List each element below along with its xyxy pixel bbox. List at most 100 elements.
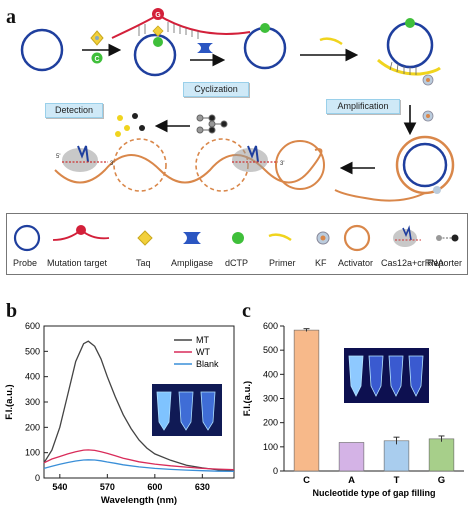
legend-label-kf: KF	[315, 258, 327, 268]
panel-a-letter: a	[6, 6, 16, 28]
bar-c	[293, 329, 320, 472]
ampligase-icon	[197, 43, 213, 53]
tube-3	[388, 355, 404, 397]
legend-dctp-icon	[232, 232, 244, 244]
y-axis-label: F.I.(a.u.)	[242, 381, 253, 416]
taq-bound-icon	[152, 25, 164, 37]
dctp-glyph: C	[94, 56, 99, 63]
bar-a	[338, 442, 365, 472]
y-tick-label: 0	[273, 466, 278, 476]
tube-3	[200, 391, 216, 431]
probe-circle-5	[402, 142, 448, 188]
legend-label-probe: Probe	[13, 258, 38, 268]
series-line-mt	[43, 340, 235, 472]
three-prime-label: 3'	[110, 161, 114, 167]
y-tick-label: 600	[25, 321, 40, 331]
five-prime-label: 5'	[56, 154, 60, 160]
x-tick-label: T	[394, 475, 400, 486]
activator-circle-outer	[395, 135, 455, 195]
probe-circle-3	[243, 26, 287, 70]
tube-4	[408, 355, 424, 397]
legend-taq-icon	[137, 230, 153, 246]
dctp-incorporated-icon	[260, 23, 270, 33]
legend-ampligase-icon	[183, 232, 201, 244]
probe-circle-1	[20, 28, 64, 72]
x-tick-label: G	[438, 475, 445, 486]
legend-label-cas12a: Cas12a+crRNA	[381, 258, 444, 268]
probe-circle-4	[386, 21, 434, 69]
y-axis-label: F.I.(a.u.)	[4, 384, 15, 419]
amplification-label: Amplification	[326, 99, 400, 114]
mutation-glyph: G	[155, 12, 161, 19]
activator-wave	[54, 148, 323, 184]
legend-label-taq: Taq	[136, 258, 151, 268]
y-tick-label: 100	[25, 448, 40, 458]
x-axis-label: Wavelength (nm)	[101, 495, 177, 506]
legend-label-blank: Blank	[196, 359, 219, 369]
legend-label-mutation: Mutation target	[47, 258, 108, 268]
tube-2	[178, 391, 194, 431]
probe-circle-2	[133, 33, 177, 77]
activator-loop-1	[113, 138, 167, 192]
legend-probe-icon	[13, 224, 41, 252]
legend-box: Probe Mutation target Taq Ampligase dCTP…	[6, 213, 468, 275]
x-axis-label: Nucleotide type of gap filling	[312, 488, 435, 498]
bar-g	[428, 438, 455, 472]
dctp-icon: C	[91, 52, 103, 64]
tube-2	[368, 355, 384, 397]
x-tick-label: C	[303, 475, 310, 486]
legend-label-mt: MT	[196, 335, 209, 345]
primer-icon	[319, 37, 343, 46]
tubes-photo-c	[344, 348, 429, 403]
activator-loop-3	[275, 140, 325, 190]
kf-bound-icon	[422, 74, 434, 86]
y-tick-label: 500	[25, 346, 40, 356]
y-tick-label: 500	[263, 345, 278, 355]
hybridization-lines	[138, 22, 199, 39]
cyclization-label: Cyclization	[183, 82, 249, 97]
y-tick-label: 300	[25, 397, 40, 407]
activator-tail	[334, 189, 426, 202]
kf-product-icon	[433, 186, 441, 194]
dctp-bound-icon	[153, 37, 163, 47]
taq-icon	[90, 30, 104, 46]
tubes-photo-b	[152, 384, 222, 436]
series-line-blank	[43, 459, 235, 473]
reporter-cleaved-group	[115, 113, 145, 137]
legend-primer-icon	[268, 233, 292, 242]
three-prime-label-2: 3'	[280, 161, 284, 167]
mutation-g-marker: G	[152, 8, 164, 20]
mutation-target-strand	[111, 13, 251, 39]
panel-c-letter: c	[242, 300, 251, 322]
legend-cas12a-icon	[393, 225, 421, 247]
x-tick-label: 540	[52, 482, 67, 492]
legend-label-dctp: dCTP	[225, 258, 249, 268]
tube-1	[348, 355, 364, 397]
x-tick-label: 600	[147, 482, 162, 492]
legend-label-reporter: Reporter	[427, 258, 463, 268]
y-tick-label: 400	[263, 369, 278, 379]
cas12a-complex-1: 5' 3'	[56, 145, 114, 172]
dctp-icon-4	[405, 18, 415, 28]
y-tick-label: 600	[263, 321, 278, 331]
x-tick-label: 630	[195, 482, 210, 492]
y-tick-label: 200	[25, 422, 40, 432]
legend-label-primer: Primer	[269, 258, 296, 268]
primer-bound	[377, 58, 441, 76]
legend-kf-icon	[316, 231, 330, 245]
series-line-wt	[43, 449, 235, 471]
panel-b-letter: b	[6, 300, 18, 322]
y-tick-label: 100	[263, 442, 278, 452]
legend-reporter-icon	[436, 234, 459, 242]
legend-label-wt: WT	[196, 347, 210, 357]
x-tick-label: 570	[100, 482, 115, 492]
legend-activator-icon	[343, 224, 371, 252]
panel-a-scheme: C G	[20, 8, 455, 202]
legend-g-dot	[76, 225, 86, 235]
y-tick-label: 400	[25, 372, 40, 382]
reporter-intact-group	[196, 114, 228, 134]
kf-side-icon	[422, 110, 434, 122]
primer-hybrid-lines	[389, 61, 417, 75]
detection-label: Detection	[45, 103, 103, 118]
